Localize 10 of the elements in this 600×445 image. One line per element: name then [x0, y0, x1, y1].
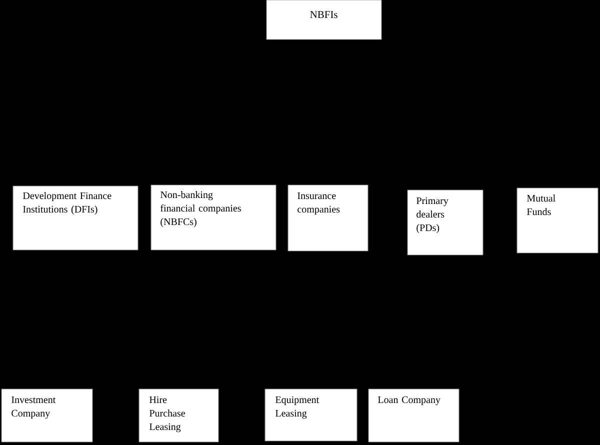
- subcategory-box: Equipment Leasing: [264, 388, 358, 442]
- category-box: Mutual Funds: [516, 188, 598, 254]
- category-box: Insurance companies: [288, 184, 368, 252]
- subcategory-box: Hire Purchase Leasing: [138, 388, 219, 442]
- subcategory-box: Investment Company: [1, 388, 93, 442]
- category-box: Non-banking financial companies (NBFCs): [150, 184, 276, 250]
- category-box: Primary dealers (PDs): [407, 190, 484, 256]
- root-box: NBFIs: [266, 0, 382, 40]
- subcategory-box: Loan Company: [368, 388, 460, 442]
- category-box: Development Finance Institutions (DFIs): [12, 186, 138, 250]
